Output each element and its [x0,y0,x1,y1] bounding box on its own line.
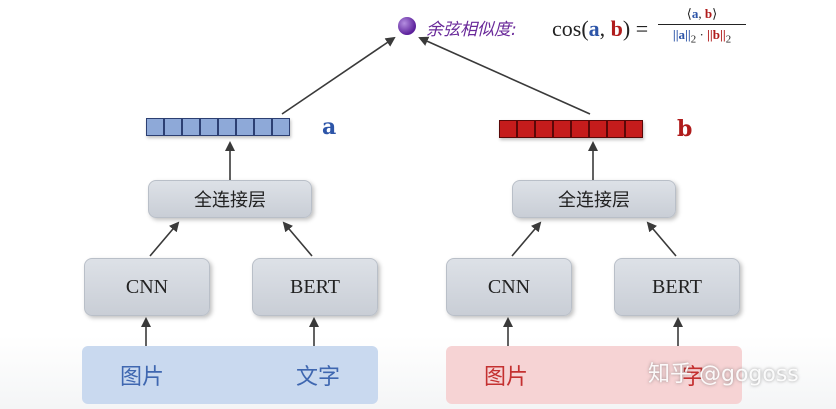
vector-b-cell [625,120,643,138]
vector-a-cell [254,118,272,136]
left-input-text: 文字 [295,365,340,390]
left-bert-box: BERT [252,258,378,316]
vector-b-cell [571,120,589,138]
arrow-b-to-cosine [418,36,591,115]
vector-a-cell [200,118,218,136]
formula-comma: , [599,16,611,41]
vector-b-cell [499,120,517,138]
vector-a-cell [146,118,164,136]
vector-b-label: b [677,116,693,142]
formula-numerator: ⟨a, b⟩ [658,6,746,25]
arrow-a-to-cosine [281,36,396,115]
left-fc-layer: 全连接层 [148,180,312,218]
formula-equals: ) = [622,16,649,41]
formula-denominator: ||a||2 · ||b||2 [672,27,732,46]
formula-a: a [588,16,600,41]
cosine-title: 余弦相似度: [426,20,517,40]
watermark: 知乎 @gogoss [648,362,799,387]
vector-a-cell [182,118,200,136]
arrow-left-bert-to-fc [282,221,313,257]
right-bert-box: BERT [614,258,740,316]
right-input-panel: 图片 字 [446,346,742,404]
vector-a [146,118,290,136]
vector-a-cell [164,118,182,136]
vector-b-cell [553,120,571,138]
arrow-right-cnn-to-fc [511,221,542,257]
formula-b: b [610,16,623,41]
right-fc-layer: 全连接层 [512,180,676,218]
vector-b-cell [535,120,553,138]
vector-a-cell [272,118,290,136]
left-input-image: 图片 [120,365,165,390]
vector-a-label: a [322,114,337,140]
vector-b-cell [517,120,535,138]
vector-b-cell [607,120,625,138]
vector-b [499,120,643,138]
vector-a-cell [236,118,254,136]
formula-lhs: cos(a, b) = [552,16,648,42]
formula-fraction: ⟨a, b⟩ ||a||2 · ||b||2 [658,6,746,46]
left-input-panel: 图片 文字 [82,346,378,404]
arrow-right-bert-to-fc [646,221,677,257]
arrow-left-cnn-to-fc [149,221,180,257]
vector-b-cell [589,120,607,138]
right-input-text: 字 [681,365,704,390]
right-cnn-box: CNN [446,258,572,316]
right-input-image: 图片 [484,365,529,390]
formula-cos: cos( [552,16,589,41]
cosine-node-icon [398,17,416,35]
left-cnn-box: CNN [84,258,210,316]
vector-a-cell [218,118,236,136]
